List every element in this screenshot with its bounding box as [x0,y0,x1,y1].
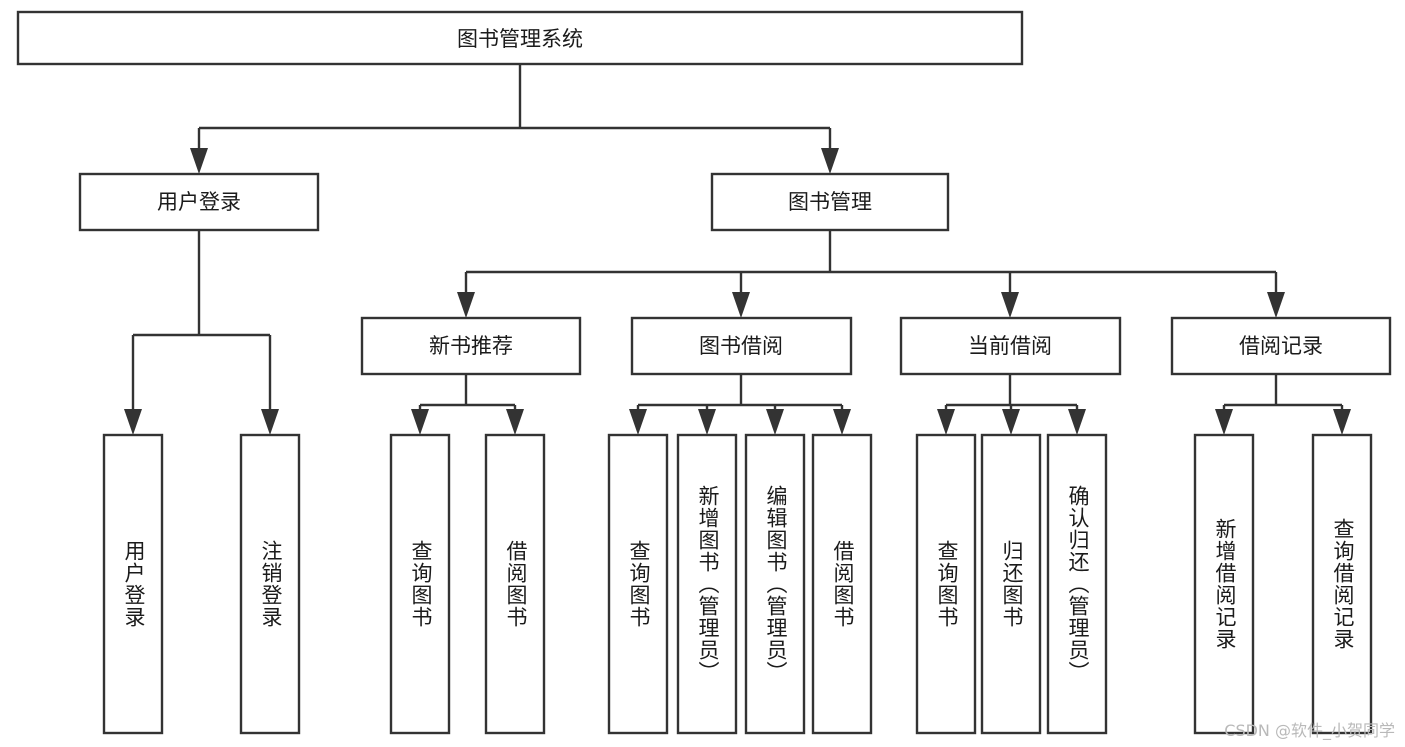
edges-user-login-to-leaves [124,230,279,435]
arrowhead-current-borrow [1001,292,1019,318]
arrowhead-leaf-borrow-book-2 [833,409,851,435]
leaf-box-return-book[interactable] [980,433,1042,735]
leaf-boxes-current-borrow [915,433,1108,735]
arrowhead-leaf-query-book-2 [629,409,647,435]
node-book-manage-label: 图书管理 [788,190,872,214]
leaf-box-user-login[interactable] [102,433,164,735]
edges-new-book-to-leaves [411,374,524,435]
node-book-manage[interactable]: 图书管理 [710,172,950,232]
edges-book-borrow-to-leaves [629,374,851,435]
arrowhead-leaf-query-book-1 [411,409,429,435]
leaf-boxes-book-borrow [607,433,873,735]
arrowhead-book-manage [821,148,839,174]
edges-root-to-level2 [190,64,839,174]
csdn-watermark: CSDN @软件_小贺同学 [1224,721,1395,740]
arrowhead-leaf-query-record [1333,409,1351,435]
leaf-box-query-book-3[interactable] [915,433,977,735]
arrowhead-leaf-user-logout [261,409,279,435]
node-user-login[interactable]: 用户登录 [78,172,320,232]
arrowhead-leaf-user-login [124,409,142,435]
node-user-login-label: 用户登录 [157,190,241,214]
leaf-box-add-record[interactable] [1193,433,1255,735]
leaf-boxes-user-login [102,433,301,735]
leaf-box-query-record[interactable] [1311,433,1373,735]
arrowhead-leaf-borrow-book-1 [506,409,524,435]
edges-borrow-record-to-leaves [1215,374,1351,435]
arrowhead-borrow-record [1267,292,1285,318]
node-new-book-recommend-label: 新书推荐 [429,334,513,358]
leaf-box-query-book-2[interactable] [607,433,669,735]
node-borrow-record-box[interactable] [1170,316,1392,376]
leaf-box-borrow-book-1[interactable] [484,433,546,735]
arrowhead-leaf-edit-book [766,409,784,435]
node-book-borrow-label: 图书借阅 [699,334,783,358]
node-root-box[interactable] [16,10,1024,66]
arrowhead-user-login [190,148,208,174]
arrowhead-leaf-confirm-return [1068,409,1086,435]
node-new-book-recommend[interactable]: 新书推荐 [360,316,582,376]
leaf-box-confirm-return[interactable] [1046,433,1108,735]
node-current-borrow-box[interactable] [899,316,1122,376]
leaf-boxes-new-book-recommend [389,433,546,735]
node-root-label: 图书管理系统 [457,27,583,51]
node-book-borrow[interactable]: 图书借阅 [630,316,853,376]
edges-book-manage-to-level3 [457,230,1285,318]
leaf-box-edit-book[interactable] [744,433,806,735]
node-root[interactable]: 图书管理系统 [16,10,1024,66]
leaf-box-query-book-1[interactable] [389,433,451,735]
arrowhead-leaf-add-book [698,409,716,435]
node-new-book-recommend-box[interactable] [360,316,582,376]
leaf-box-borrow-book-2[interactable] [811,433,873,735]
leaf-boxes-borrow-record [1193,433,1373,735]
node-user-login-box[interactable] [78,172,320,232]
arrowhead-leaf-return-book [1002,409,1020,435]
node-book-borrow-box[interactable] [630,316,853,376]
arrowhead-new-book-recommend [457,292,475,318]
node-book-manage-box[interactable] [710,172,950,232]
leaf-box-add-book[interactable] [676,433,738,735]
node-current-borrow-label: 当前借阅 [968,334,1052,358]
edges-current-borrow-to-leaves [937,374,1086,435]
node-current-borrow[interactable]: 当前借阅 [899,316,1122,376]
arrowhead-leaf-add-record [1215,409,1233,435]
arrowhead-book-borrow [732,292,750,318]
node-borrow-record-label: 借阅记录 [1239,334,1323,358]
leaf-box-user-logout[interactable] [239,433,301,735]
node-borrow-record[interactable]: 借阅记录 [1170,316,1392,376]
arrowhead-leaf-query-book-3 [937,409,955,435]
